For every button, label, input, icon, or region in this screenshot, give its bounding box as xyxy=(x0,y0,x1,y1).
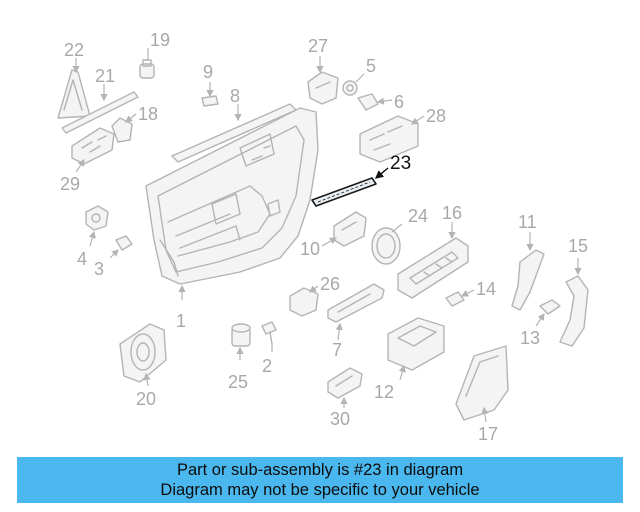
callout-21: 21 xyxy=(95,66,115,86)
part-25-grommet: 25 xyxy=(228,323,251,392)
part-13-clip: 13 xyxy=(520,299,561,348)
part-12-pocket: 12 xyxy=(374,317,445,402)
part-14-clip: 14 xyxy=(445,279,496,307)
callout-30: 30 xyxy=(330,409,350,429)
callout-17: 17 xyxy=(478,424,498,444)
callout-29: 29 xyxy=(60,174,80,194)
callout-16: 16 xyxy=(442,203,462,223)
callout-19: 19 xyxy=(150,30,170,50)
callout-8: 8 xyxy=(230,86,240,106)
banner-line-1: Part or sub-assembly is #23 in diagram xyxy=(176,461,464,479)
callout-18: 18 xyxy=(138,104,158,124)
callout-2: 2 xyxy=(262,356,272,376)
callout-22: 22 xyxy=(64,40,84,60)
callout-13: 13 xyxy=(520,328,540,348)
callout-23: 23 xyxy=(390,153,411,174)
callout-6: 6 xyxy=(394,92,404,112)
callout-11: 11 xyxy=(518,212,537,232)
callout-15: 15 xyxy=(568,236,588,256)
callout-26: 26 xyxy=(320,274,340,294)
part-16-armrest-bezel: 16 xyxy=(397,203,469,299)
callout-12: 12 xyxy=(374,382,394,402)
callout-3: 3 xyxy=(94,259,104,279)
callout-9: 9 xyxy=(203,62,213,82)
part-10-bracket: 10 xyxy=(300,211,367,259)
banner-line-2: Diagram may not be specific to your vehi… xyxy=(160,481,480,499)
info-banner: Part or sub-assembly is #23 in diagram D… xyxy=(17,457,623,503)
callout-20: 20 xyxy=(136,389,156,409)
part-11-handle-trim: 11 xyxy=(511,212,545,311)
part-18-bracket: 18 xyxy=(111,104,158,143)
part-2-screw: 2 xyxy=(261,321,277,376)
part-17-lower-trim: 17 xyxy=(455,345,509,444)
part-28-switch-assembly: 28 xyxy=(359,106,446,163)
part-26-switch: 26 xyxy=(289,274,340,317)
callout-7: 7 xyxy=(332,340,342,360)
callout-1: 1 xyxy=(176,311,186,331)
callout-4: 4 xyxy=(77,249,87,269)
part-24-speaker-cover: 24 xyxy=(371,206,428,265)
part-3-clip: 3 xyxy=(94,235,133,279)
part-7-inner-handle: 7 xyxy=(327,283,385,360)
callout-25: 25 xyxy=(228,372,248,392)
part-27-switch-bezel: 27 xyxy=(307,36,339,105)
part-19-clip: 19 xyxy=(139,30,170,79)
callout-27: 27 xyxy=(308,36,328,56)
part-21-belt-molding: 21 xyxy=(61,66,139,134)
callout-24: 24 xyxy=(408,206,428,226)
part-20-speaker: 20 xyxy=(119,323,167,409)
part-5-knob: 5 xyxy=(342,56,376,96)
parts-diagram: 22 21 19 18 29 9 8 xyxy=(57,30,589,444)
part-22-mirror-trim: 22 xyxy=(57,40,91,119)
part-15-pull-handle: 15 xyxy=(559,236,589,347)
part-30-handle-bezel: 30 xyxy=(327,367,363,429)
part-9-clip: 9 xyxy=(201,62,219,107)
part-4-fastener: 4 xyxy=(77,205,109,269)
part-1-door-trim-panel: 1 xyxy=(145,107,319,331)
part-29-switch: 29 xyxy=(60,127,115,194)
callout-10: 10 xyxy=(300,239,320,259)
callout-14: 14 xyxy=(476,279,496,299)
part-23-highlighted-strip: 23 xyxy=(311,153,411,207)
callout-28: 28 xyxy=(426,106,446,126)
callout-5: 5 xyxy=(366,56,376,76)
part-6-knob: 6 xyxy=(357,92,404,112)
